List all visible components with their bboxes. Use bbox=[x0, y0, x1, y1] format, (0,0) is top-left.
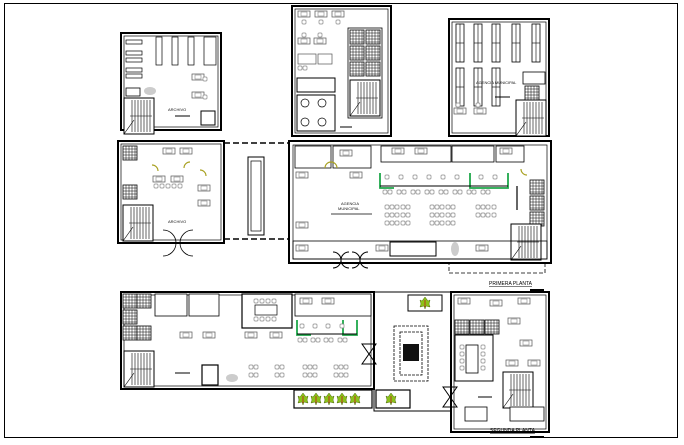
plan-upper-right: AGENCIA MUNICIPAL bbox=[448, 18, 550, 137]
title-primera-planta: PRIMERA PLANTA bbox=[489, 281, 533, 287]
room-label-agencia-line1: AGENCIA bbox=[341, 201, 359, 206]
plan-middle-left: ARCHIVO bbox=[117, 140, 225, 257]
corridor-bridge bbox=[224, 142, 292, 240]
title-segunda-planta: SEGUNDA PLANTA bbox=[490, 428, 536, 434]
drawing-sheet-border bbox=[4, 3, 678, 438]
scale-bar-second bbox=[530, 436, 544, 438]
plan-middle-main: AGENCIA MUNICIPAL bbox=[288, 140, 552, 274]
scale-bar-first bbox=[530, 289, 544, 291]
room-label-agencia-line2: MUNICIPAL bbox=[338, 206, 360, 211]
plan-bottom bbox=[120, 291, 550, 433]
room-label-archivo-upper: ARCHIVO bbox=[168, 107, 186, 112]
room-label-archivo-middle: ARCHIVO bbox=[168, 219, 186, 224]
plan-upper-middle bbox=[291, 5, 392, 137]
plan-upper-left: ARCHIVO bbox=[120, 32, 222, 135]
room-label-agencia-upper: AGENCIA MUNICIPAL bbox=[476, 80, 517, 85]
